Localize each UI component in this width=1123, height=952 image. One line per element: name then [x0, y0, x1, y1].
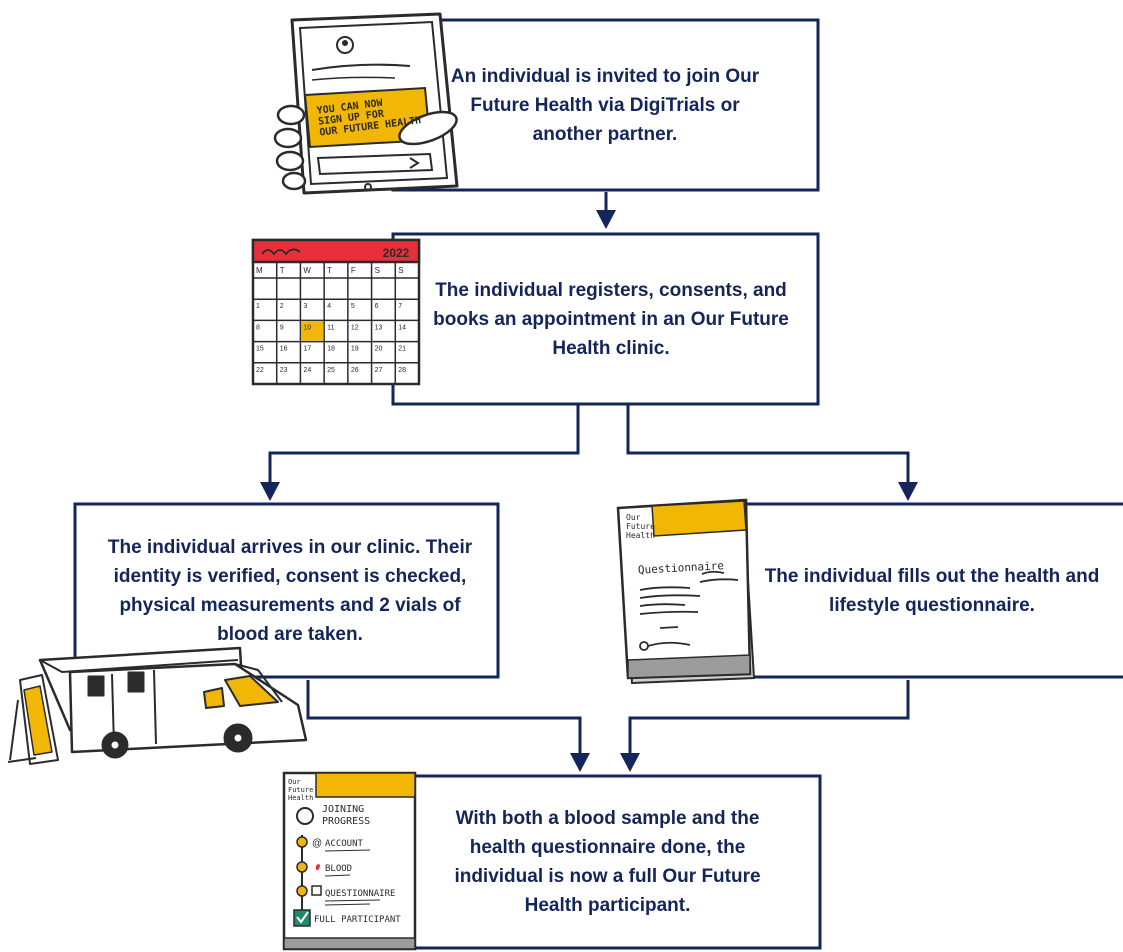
calendar-day: 2	[280, 303, 284, 310]
arrowhead	[260, 482, 280, 501]
progress-items: ACCOUNT BLOOD QUESTIONNAIRE FULL PARTICIPAN…	[314, 839, 401, 925]
step-text-invite: An individual is invited to join Our Fut…	[450, 65, 760, 145]
calendar-day: 11	[327, 324, 334, 331]
progress-item: QUESTIONNAIRE	[325, 889, 395, 899]
van-side-window	[203, 687, 225, 709]
calendar-highlight	[301, 321, 324, 341]
sheet-title: Questionnaire	[638, 559, 725, 576]
calendar-day: 12	[351, 324, 359, 331]
progress-dot	[296, 861, 308, 873]
step-box-participant	[393, 774, 822, 950]
message-input	[316, 152, 434, 176]
connector-register-clinic	[268, 405, 580, 492]
at-icon: @	[312, 838, 322, 849]
calendar-day: 15	[256, 346, 264, 353]
calendar-day: 8	[256, 324, 260, 331]
step-text-participant: With both a blood sample and the health …	[454, 808, 761, 916]
progress-item: ACCOUNT	[325, 839, 364, 849]
calendar-day: 17	[303, 346, 311, 353]
step-box-clinic	[73, 502, 500, 679]
blood-drop-icon	[316, 864, 320, 871]
checkbox-icon	[311, 885, 322, 896]
calendar-day: 25	[327, 367, 335, 374]
step-box-invite	[391, 18, 820, 192]
progress-sheet: @	[282, 771, 417, 951]
calendar-day: 28	[398, 367, 406, 374]
sheet-header-bar	[651, 500, 747, 537]
calendar-day: 22	[256, 367, 264, 374]
calendar-day: 6	[375, 303, 379, 310]
progress-item: FULL PARTICIPANT	[314, 915, 401, 925]
calendar-day: 27	[375, 367, 383, 374]
connector-register-questionnaire	[626, 405, 910, 492]
calendar-day: 20	[375, 346, 383, 353]
calendar-weekday: W	[303, 266, 311, 275]
progress-item: BLOOD	[325, 864, 352, 874]
profile-icon	[296, 807, 314, 825]
arrowhead	[898, 482, 918, 501]
phone-illustration	[273, 12, 459, 195]
calendar-weekday: S	[375, 266, 380, 275]
calendar-day: 7	[398, 303, 402, 310]
hand	[273, 104, 458, 191]
questionnaire-sheet	[616, 498, 756, 685]
calendar-day: 16	[280, 346, 288, 353]
calendar-day: 19	[351, 346, 359, 353]
month-scribble	[261, 248, 301, 256]
calendar-day: 18	[327, 346, 335, 353]
calendar-day: 9	[280, 324, 284, 331]
calendar-day: 3	[303, 303, 307, 310]
calendar-day: 24	[303, 367, 311, 374]
calendar-year: 2022	[383, 246, 410, 260]
calendar-day: 21	[398, 346, 406, 353]
step-text-register: The individual registers, consents, and …	[433, 279, 789, 359]
calendar-day: 13	[375, 324, 383, 331]
calendar-day: 23	[280, 367, 288, 374]
calendar-header	[251, 238, 421, 264]
calendar-weekday: F	[351, 266, 356, 275]
van-windshield	[224, 675, 279, 707]
calendar-weekday: M	[256, 266, 263, 275]
sheet-header-bar	[315, 772, 416, 798]
calendar-grid	[253, 262, 419, 385]
calendar-weekday: T	[327, 266, 332, 275]
calendar-day: 5	[351, 303, 355, 310]
calendar-weekday: T	[280, 266, 285, 275]
calendar-weekday: S	[398, 266, 403, 275]
profile-icon	[336, 36, 354, 54]
arrowhead	[570, 753, 590, 772]
connector-clinic-participant	[306, 680, 582, 763]
progress-dot	[296, 836, 308, 848]
calendar-day: 26	[351, 367, 359, 374]
connector-questionnaire-participant	[628, 680, 910, 763]
arrowhead	[620, 753, 640, 772]
step-text-questionnaire: The individual fills out the health and …	[764, 565, 1100, 616]
calendar-day: 14	[398, 324, 406, 331]
van-illustration	[7, 646, 308, 765]
calendar-day: 10	[303, 324, 311, 331]
calendar-day: 1	[256, 303, 260, 310]
calendar-day: 4	[327, 303, 331, 310]
connectors	[268, 192, 910, 763]
send-icon	[409, 157, 420, 169]
step-text-clinic: The individual arrives in our clinic. Th…	[107, 536, 473, 645]
progress-dot	[296, 885, 308, 897]
arrowhead	[596, 210, 616, 229]
arrowheads	[260, 210, 918, 772]
